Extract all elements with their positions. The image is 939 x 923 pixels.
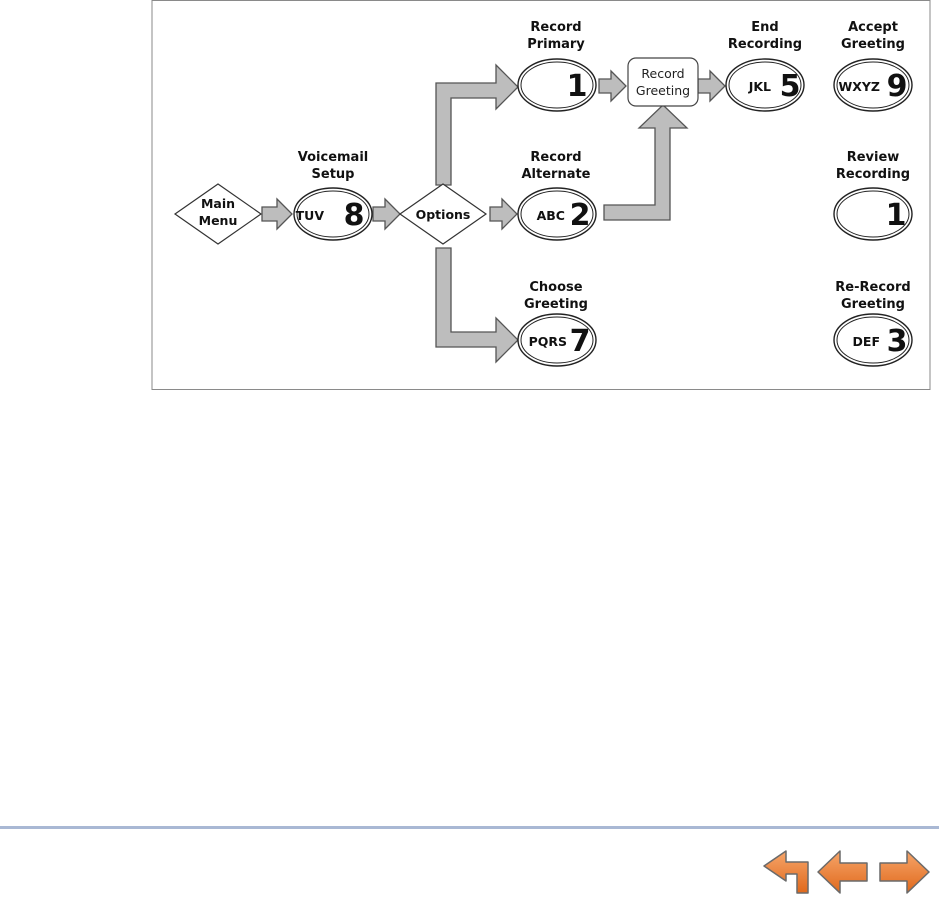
options-label: Options	[416, 207, 471, 222]
rerecord-greeting-label-2: Greeting	[841, 297, 905, 312]
accept-greeting-label-2: Greeting	[841, 37, 905, 52]
record-primary-label-1: Record	[530, 20, 581, 35]
choose-greeting-label-1: Choose	[529, 280, 582, 295]
footer-rule	[0, 826, 939, 829]
forward-arrow-icon	[880, 851, 929, 893]
review-recording-label-1: Review	[847, 150, 900, 165]
record-greeting-node: Record Greeting	[628, 58, 698, 106]
key-1-review-digit: 1	[886, 198, 907, 233]
end-recording-label-1: End	[751, 20, 778, 35]
key-3-digit: 3	[887, 324, 908, 359]
forward-button[interactable]	[880, 851, 929, 893]
key-2-digit: 2	[570, 198, 591, 233]
main-menu-label-2: Menu	[199, 213, 238, 228]
voicemail-setup-label-2: Setup	[312, 167, 355, 182]
choose-greeting-label-2: Greeting	[524, 297, 588, 312]
key-7-digit: 7	[570, 324, 591, 359]
back-button[interactable]	[818, 851, 867, 893]
end-recording-label-2: Recording	[728, 37, 802, 52]
voicemail-setup-node: Voicemail Setup TUV 8	[294, 150, 372, 240]
record-primary-label-2: Primary	[527, 37, 585, 52]
key-2-letters: ABC	[537, 208, 565, 223]
key-5-letters: JKL	[748, 79, 771, 94]
record-alternate-label-2: Alternate	[521, 167, 590, 182]
voicemail-setup-label-1: Voicemail	[298, 150, 369, 165]
key-8-digit: 8	[344, 198, 365, 233]
key-7-letters: PQRS	[529, 334, 567, 349]
key-8-letters: TUV	[296, 208, 325, 223]
key-9-digit: 9	[887, 69, 908, 104]
return-icon	[764, 851, 808, 893]
key-9-letters: WXYZ	[838, 79, 880, 94]
key-1-primary-digit: 1	[567, 69, 588, 104]
accept-greeting-label-1: Accept	[848, 20, 898, 35]
key-5-digit: 5	[780, 69, 801, 104]
key-3-letters: DEF	[853, 334, 880, 349]
review-recording-label-2: Recording	[836, 167, 910, 182]
record-greeting-label-2: Greeting	[636, 83, 690, 98]
return-button[interactable]	[764, 851, 808, 893]
main-menu-label-1: Main	[201, 196, 235, 211]
rerecord-greeting-node: Re-Record Greeting DEF 3	[834, 280, 912, 366]
record-alternate-label-1: Record	[530, 150, 581, 165]
record-greeting-label-1: Record	[641, 66, 684, 81]
back-arrow-icon	[818, 851, 867, 893]
rerecord-greeting-label-1: Re-Record	[835, 280, 910, 295]
